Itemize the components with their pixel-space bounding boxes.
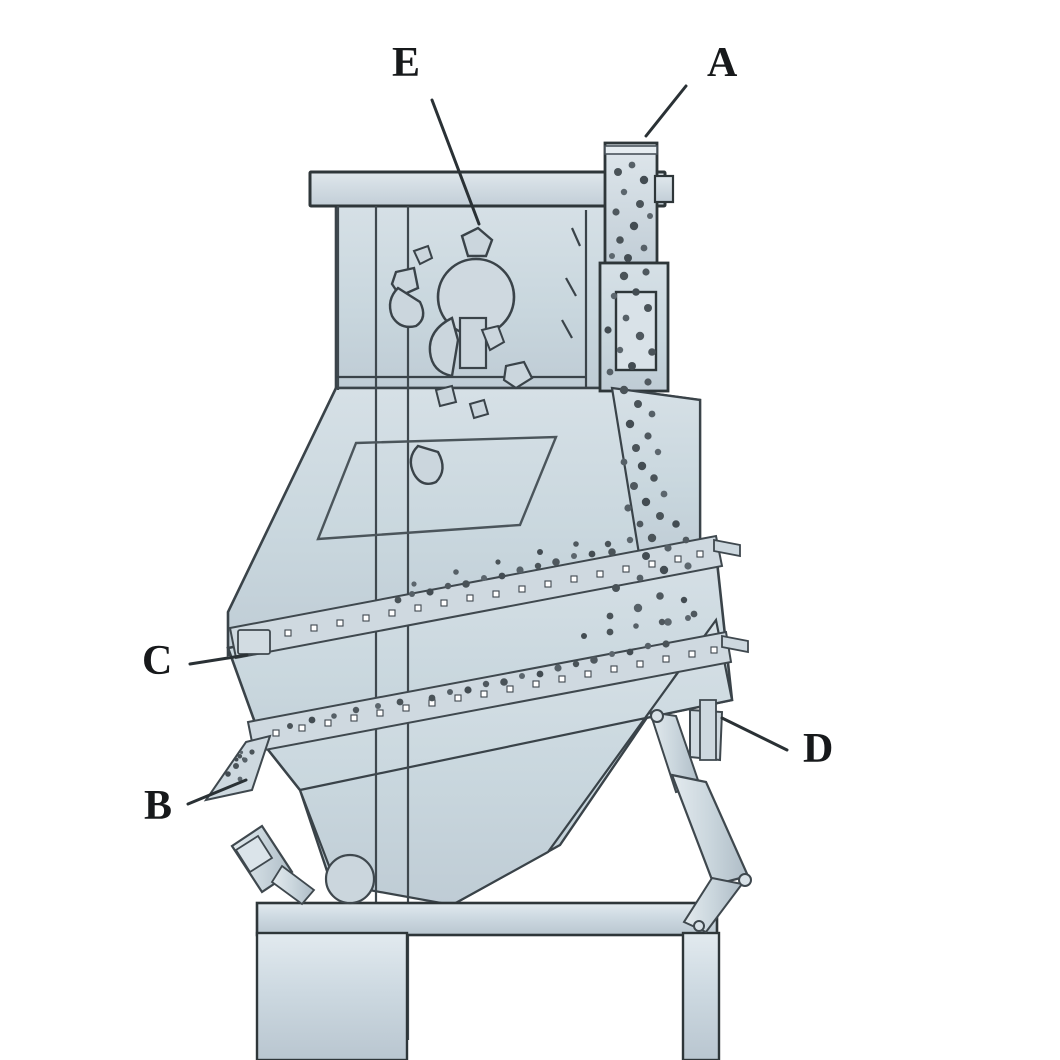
base-cross-beam	[255, 901, 719, 937]
base-leg-left	[255, 931, 409, 1060]
feed-chute-collar	[653, 174, 675, 204]
spring-damper-body	[670, 773, 750, 887]
chamber-interior-outline	[336, 210, 588, 388]
label-a: A	[707, 40, 738, 86]
rock-fragment-left-b	[388, 286, 425, 329]
feed-inlet-chute	[603, 141, 659, 265]
rock-fragment-below-b	[468, 398, 490, 420]
spring-lower-link	[682, 876, 744, 934]
discharge-port	[324, 853, 376, 905]
leader-line-e	[430, 98, 481, 226]
cascading-material-right	[606, 400, 698, 626]
leader-line-c	[188, 653, 249, 666]
upper-deck-tension-rail	[713, 538, 741, 558]
leader-line-a	[644, 84, 688, 138]
rock-fragment-liner	[409, 444, 444, 485]
rock-fragment-below-a	[434, 384, 458, 408]
feed-chute-rim	[604, 145, 658, 155]
leader-line-b	[186, 778, 248, 806]
left-motor-cap	[234, 834, 274, 874]
rock-fragment-right-b	[502, 360, 534, 390]
spring-lower-pivot	[738, 873, 752, 887]
upper-deck-material	[394, 540, 612, 604]
label-e: E	[392, 40, 421, 86]
rock-fragment-top	[460, 226, 494, 258]
lower-deck-tension-rail	[721, 634, 749, 654]
spring-upper-pivot	[650, 709, 664, 723]
label-d: D	[803, 726, 834, 772]
upper-screen-deck	[228, 534, 724, 660]
spring-base-pivot	[693, 920, 705, 932]
rotor-hammer	[428, 316, 460, 378]
feed-chute-material	[604, 161, 656, 395]
leader-line-d	[720, 716, 789, 752]
base-leg-right	[681, 931, 721, 1060]
right-support-strut	[699, 699, 717, 761]
left-motor-shaft	[270, 864, 316, 906]
feed-throat-inspection-window	[614, 290, 658, 372]
rotor-shaft-block	[458, 316, 488, 370]
chamber-wall-ticks	[561, 227, 582, 339]
upper-deck-clamp-block	[237, 629, 271, 655]
rock-fragment-left-c	[412, 244, 434, 266]
interior-liner-panel	[316, 435, 558, 541]
lower-deck-material	[287, 615, 691, 729]
leader-lines	[186, 84, 789, 806]
label-b: B	[144, 783, 173, 829]
left-vibrator-motor	[230, 824, 316, 906]
label-c: C	[142, 638, 173, 684]
rock-fragment-right-a	[480, 324, 506, 352]
discharge-lip-material	[225, 749, 255, 782]
